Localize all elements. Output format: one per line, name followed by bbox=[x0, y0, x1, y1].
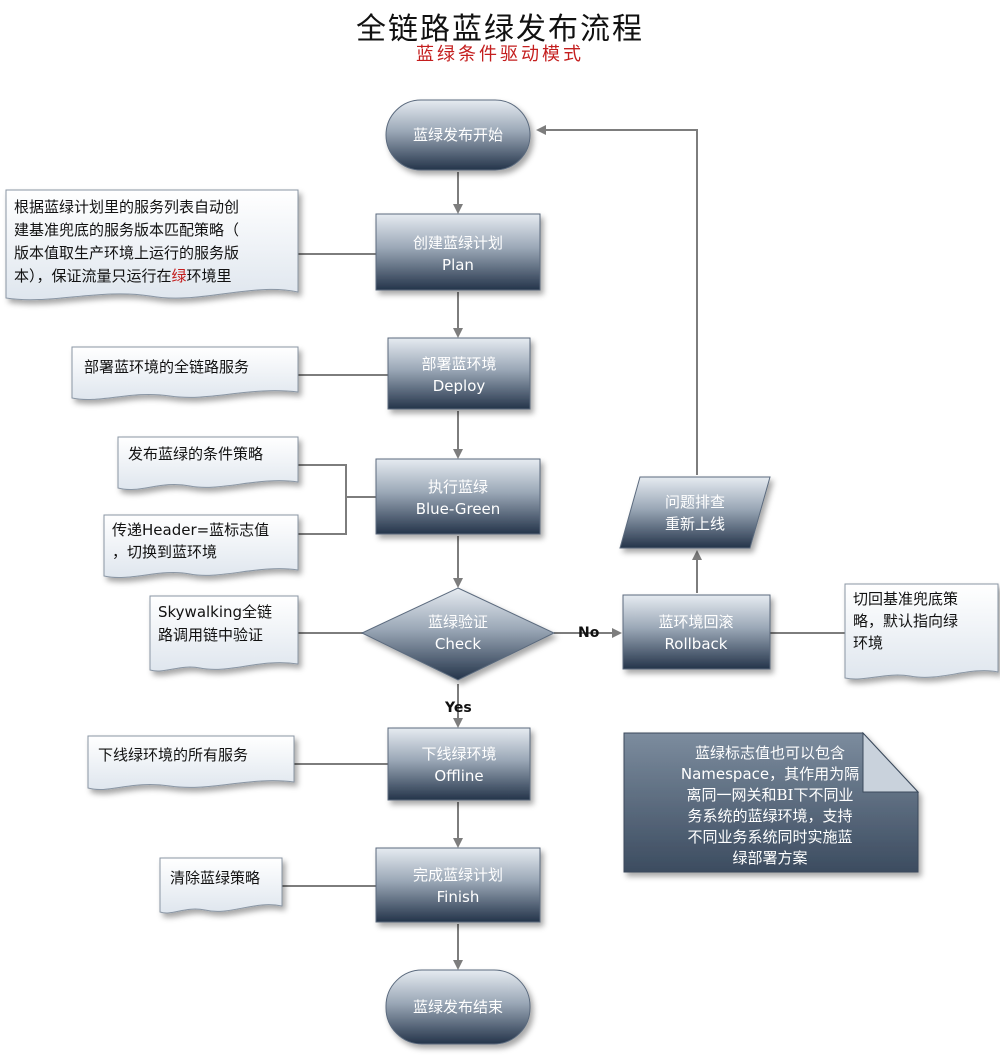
strategy-note: 发布蓝绿的条件策略 bbox=[117, 436, 299, 490]
note-line-header bbox=[298, 497, 347, 535]
bluegreen-node: 执行蓝绿 Blue-Green bbox=[375, 458, 541, 535]
skywalking-note-line-1: Skywalking全链 bbox=[158, 603, 272, 621]
finish-note-text: 清除蓝绿策略 bbox=[170, 869, 260, 887]
plan-note: 根据蓝绿计划里的服务列表自动创 建基准兜底的服务版本匹配策略（ 版本值取生产环境… bbox=[5, 189, 299, 301]
namespace-note-line-3: 离同一网关和BI下不同业 bbox=[687, 786, 854, 804]
skywalking-note-line-2: 路调用链中验证 bbox=[158, 626, 263, 644]
note-line-strategy bbox=[298, 464, 376, 498]
finish-note: 清除蓝绿策略 bbox=[159, 857, 283, 914]
skywalking-note: Skywalking全链 路调用链中验证 bbox=[149, 595, 299, 672]
deploy-label-cn: 部署蓝环境 bbox=[421, 355, 496, 373]
plan-node: 创建蓝绿计划 Plan bbox=[375, 213, 541, 291]
start-node: 蓝绿发布开始 bbox=[385, 99, 531, 171]
deploy-node: 部署蓝环境 Deploy bbox=[387, 337, 531, 410]
bluegreen-label-cn: 执行蓝绿 bbox=[428, 478, 488, 496]
edge-label-no: No bbox=[578, 625, 600, 641]
offline-label-cn: 下线绿环境 bbox=[421, 745, 496, 763]
rollback-note: 切回基准兜底策 略，默认指向绿 环境 bbox=[844, 583, 999, 680]
deploy-note: 部署蓝环境的全链路服务 bbox=[71, 346, 299, 401]
page-title: 全链路蓝绿发布流程 bbox=[356, 12, 644, 47]
namespace-note-line-1: 蓝绿标志值也可以包含 bbox=[695, 744, 845, 762]
edge-label-yes: Yes bbox=[444, 700, 472, 716]
start-label: 蓝绿发布开始 bbox=[413, 126, 503, 144]
deploy-label-en: Deploy bbox=[433, 377, 486, 395]
header-note-line-2: ，切换到蓝环境 bbox=[112, 543, 217, 561]
namespace-note-line-6: 绿部署方案 bbox=[732, 849, 807, 867]
strategy-note-text: 发布蓝绿的条件策略 bbox=[128, 445, 263, 463]
rollback-note-line-3: 环境 bbox=[853, 634, 883, 652]
header-note-line-1: 传递Header=蓝标志值 bbox=[112, 521, 269, 539]
plan-note-line-1: 根据蓝绿计划里的服务列表自动创 bbox=[14, 198, 239, 216]
rollback-label-en: Rollback bbox=[665, 635, 728, 653]
deploy-note-text: 部署蓝环境的全链路服务 bbox=[84, 358, 249, 376]
finish-label-en: Finish bbox=[437, 888, 480, 906]
end-label: 蓝绿发布结束 bbox=[413, 998, 503, 1016]
offline-note: 下线绿环境的所有服务 bbox=[87, 735, 295, 791]
offline-node: 下线绿环境 Offline bbox=[387, 727, 531, 801]
relaunch-node: 问题排查 重新上线 bbox=[619, 476, 771, 549]
offline-note-text: 下线绿环境的所有服务 bbox=[98, 746, 248, 764]
check-node: 蓝绿验证 Check bbox=[360, 587, 556, 681]
connectors bbox=[282, 125, 845, 970]
rollback-note-line-1: 切回基准兜底策 bbox=[853, 590, 958, 608]
finish-label-cn: 完成蓝绿计划 bbox=[413, 866, 503, 884]
rollback-label-cn: 蓝环境回滚 bbox=[658, 613, 733, 631]
plan-note-line-3: 版本值取生产环境上运行的服务版 bbox=[14, 244, 239, 262]
plan-note-line-2: 建基准兜底的服务版本匹配策略（ bbox=[14, 221, 239, 239]
plan-label-cn: 创建蓝绿计划 bbox=[413, 234, 503, 252]
check-label-en: Check bbox=[435, 635, 481, 653]
namespace-note: 蓝绿标志值也可以包含 Namespace，其作用为隔 离同一网关和BI下不同业 … bbox=[623, 731, 920, 873]
rollback-note-line-2: 略，默认指向绿 bbox=[853, 612, 958, 630]
offline-label-en: Offline bbox=[434, 767, 483, 785]
end-node: 蓝绿发布结束 bbox=[385, 969, 531, 1045]
plan-note-highlight: 绿 bbox=[172, 267, 187, 285]
header-note: 传递Header=蓝标志值 ，切换到蓝环境 bbox=[103, 514, 299, 579]
rollback-node: 蓝环境回滚 Rollback bbox=[622, 594, 771, 670]
bluegreen-label-en: Blue-Green bbox=[416, 500, 501, 518]
namespace-note-line-5: 不同业务系统同时实施蓝 bbox=[687, 828, 852, 846]
namespace-note-line-2: Namespace，其作用为隔 bbox=[681, 765, 859, 783]
relaunch-label-1: 问题排查 bbox=[665, 493, 725, 511]
check-label-cn: 蓝绿验证 bbox=[428, 613, 488, 631]
page-subtitle: 蓝绿条件驱动模式 bbox=[416, 44, 584, 65]
relaunch-label-2: 重新上线 bbox=[665, 515, 725, 533]
plan-note-line-4: 本），保证流量只运行在绿环境里 bbox=[14, 267, 232, 285]
namespace-note-line-4: 务系统的蓝绿环境，支持 bbox=[687, 807, 852, 825]
plan-label-en: Plan bbox=[442, 256, 474, 274]
edge-relaunch-start bbox=[536, 125, 698, 475]
finish-node: 完成蓝绿计划 Finish bbox=[375, 847, 541, 923]
